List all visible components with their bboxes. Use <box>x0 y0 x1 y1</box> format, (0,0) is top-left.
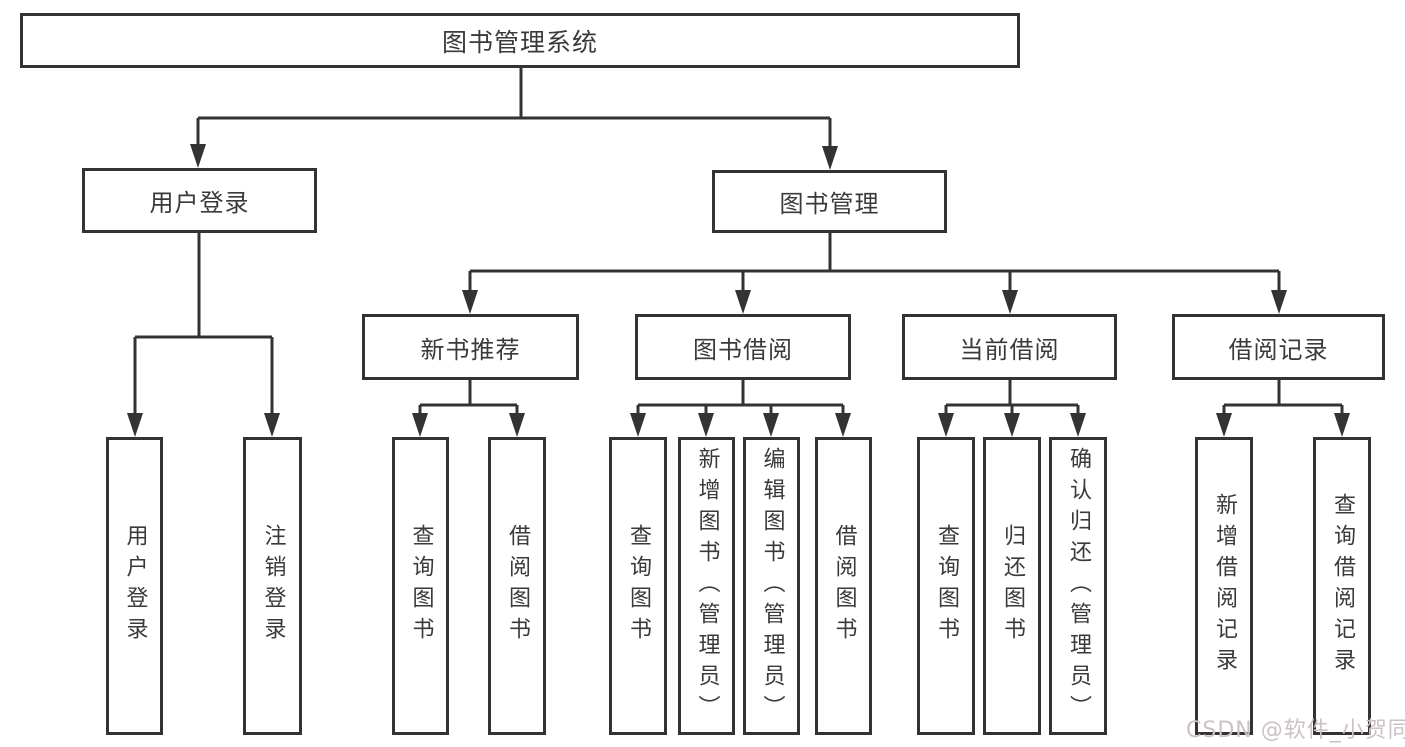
leaf-query-borrow-record: 查询借阅记录 <box>1313 437 1371 735</box>
leaf-query-books-recommend-label: 查询图书 <box>408 524 434 648</box>
leaf-query-books-current: 查询图书 <box>917 437 975 735</box>
leaf-return-books: 归还图书 <box>983 437 1041 735</box>
connector-user-login-group <box>127 233 280 437</box>
leaf-query-books-borrow-label: 查询图书 <box>626 524 651 648</box>
node-root: 图书管理系统 <box>20 13 1020 68</box>
leaf-query-books-current-label: 查询图书 <box>934 524 959 648</box>
leaf-edit-book-admin: 编辑图书（管理员） <box>743 437 800 735</box>
leaf-logout-label: 注销登录 <box>260 524 286 648</box>
node-book-management-label: 图书管理 <box>779 190 880 218</box>
connector-book-management-to-level3 <box>462 233 1287 314</box>
node-borrow-records-label: 借阅记录 <box>1228 335 1329 364</box>
leaf-add-borrow-record: 新增借阅记录 <box>1195 437 1253 735</box>
leaf-query-borrow-record-label: 查询借阅记录 <box>1330 493 1355 679</box>
leaf-add-borrow-record-label: 新增借阅记录 <box>1212 493 1237 679</box>
leaf-borrow-books: 借阅图书 <box>815 437 872 735</box>
node-root-label: 图书管理系统 <box>441 27 598 57</box>
node-borrow-records: 借阅记录 <box>1172 314 1385 380</box>
connector-current-borrow-group <box>938 380 1086 437</box>
node-new-book-recommend-label: 新书推荐 <box>420 335 521 364</box>
node-book-management: 图书管理 <box>712 170 947 233</box>
leaf-user-login: 用户登录 <box>106 437 163 735</box>
node-user-login-label: 用户登录 <box>149 189 250 217</box>
connector-borrow-records-group <box>1216 380 1350 437</box>
node-current-borrow-label: 当前借阅 <box>959 335 1060 364</box>
connector-new-book-recommend-group <box>412 380 525 437</box>
connector-book-borrow-group <box>630 380 851 437</box>
leaf-add-book-admin-label: 新增图书（管理员） <box>694 446 720 726</box>
node-book-borrow-label: 图书借阅 <box>693 335 793 364</box>
leaf-confirm-return-admin-label: 确认归还（管理员） <box>1066 446 1091 726</box>
leaf-query-books-borrow: 查询图书 <box>609 437 667 735</box>
node-book-borrow: 图书借阅 <box>635 314 851 380</box>
connector-root-to-level2 <box>190 68 838 170</box>
leaf-borrow-books-recommend: 借阅图书 <box>488 437 546 735</box>
leaf-confirm-return-admin: 确认归还（管理员） <box>1049 437 1107 735</box>
node-new-book-recommend: 新书推荐 <box>362 314 579 380</box>
watermark: CSDN @软件_小贺同学 <box>1186 718 1405 743</box>
leaf-logout: 注销登录 <box>243 437 302 735</box>
leaf-return-books-label: 归还图书 <box>1000 524 1025 648</box>
leaf-query-books-recommend: 查询图书 <box>392 437 449 735</box>
leaf-edit-book-admin-label: 编辑图书（管理员） <box>759 446 785 726</box>
node-user-login: 用户登录 <box>82 168 317 233</box>
leaf-add-book-admin: 新增图书（管理员） <box>678 437 735 735</box>
leaf-borrow-books-label: 借阅图书 <box>831 524 857 648</box>
leaf-borrow-books-recommend-label: 借阅图书 <box>505 524 530 648</box>
node-current-borrow: 当前借阅 <box>902 314 1117 380</box>
leaf-user-login-label: 用户登录 <box>122 524 148 648</box>
